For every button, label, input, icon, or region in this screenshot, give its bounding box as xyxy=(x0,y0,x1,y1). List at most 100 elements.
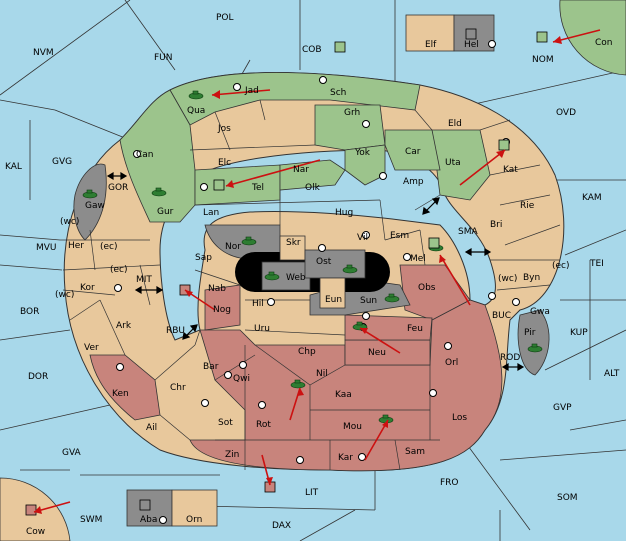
fleet-gaw xyxy=(82,189,98,199)
label-nom: NOM xyxy=(532,55,554,65)
fleet-pir xyxy=(527,343,543,353)
label-ec3: (ec) xyxy=(552,261,570,271)
label-kor: Kor xyxy=(80,283,95,293)
label-jos: Jos xyxy=(217,124,231,134)
army-units xyxy=(25,28,548,516)
label-ark: Ark xyxy=(116,321,132,331)
gray-territory-pir xyxy=(517,309,550,376)
label-hug: Hug xyxy=(335,208,353,218)
unit-aba xyxy=(139,499,151,511)
label-rbu: RBU xyxy=(166,326,185,336)
label-mel: Mel xyxy=(410,254,426,264)
label-lit: LIT xyxy=(305,488,319,498)
elf-box xyxy=(405,14,455,52)
label-mvu: MVU xyxy=(36,243,57,253)
red-territory-neu xyxy=(344,339,431,366)
label-qua: Qua xyxy=(187,106,205,116)
label-elf: Elf xyxy=(425,40,437,50)
label-ovd: OVD xyxy=(556,108,576,118)
label-sap: Sap xyxy=(195,253,212,263)
label-eld: Eld xyxy=(448,119,462,129)
label-chr: Chr xyxy=(170,383,186,393)
convoy-markers xyxy=(106,171,525,372)
con-home-region xyxy=(559,0,626,76)
label-wc3: (wc) xyxy=(498,274,517,284)
label-pol: POL xyxy=(216,13,234,23)
label-mou: Mou xyxy=(343,422,362,432)
label-wc1: (wc) xyxy=(60,217,79,227)
label-car: Car xyxy=(405,147,421,157)
label-buc: BUC xyxy=(492,311,511,321)
red-territory-ken xyxy=(89,354,161,421)
label-kar: Kar xyxy=(338,453,353,463)
label-kal: KAL xyxy=(5,162,22,172)
label-gor: GOR xyxy=(108,183,128,193)
label-ail: Ail xyxy=(146,423,157,433)
fleet-ost xyxy=(342,264,358,274)
red-territory-feu xyxy=(344,314,433,341)
label-kat: Kat xyxy=(503,165,518,175)
label-zin: Zin xyxy=(225,450,239,460)
label-gur: Gur xyxy=(157,207,174,217)
unit-cow xyxy=(25,504,37,516)
label-sun: Sun xyxy=(360,296,377,306)
label-cob: COB xyxy=(302,45,322,55)
label-nar: Nar xyxy=(293,165,309,175)
green-territory-tel xyxy=(194,164,281,206)
label-ec1: (ec) xyxy=(100,242,118,252)
label-olk: Olk xyxy=(305,183,321,193)
label-qwi: Qwi xyxy=(233,374,250,384)
label-ec2: (ec) xyxy=(110,265,128,275)
label-gwa: Gwa xyxy=(530,307,550,317)
label-gaw: Gaw xyxy=(85,201,105,211)
label-esm: Esm xyxy=(390,231,409,241)
green-territory-uta xyxy=(431,129,491,201)
label-rie: Rie xyxy=(520,201,535,211)
unit-tel xyxy=(213,179,225,191)
label-los: Los xyxy=(452,413,467,423)
label-hil: Hil xyxy=(252,299,264,309)
fleet-sun xyxy=(384,293,400,303)
label-alt: ALT xyxy=(604,369,620,379)
gray-territory-gaw xyxy=(73,163,107,241)
label-grh: Grh xyxy=(344,108,360,118)
label-chp: Chp xyxy=(298,347,316,357)
unit-hel xyxy=(465,28,477,40)
label-elc: Elc xyxy=(218,158,231,168)
label-sma: SMA xyxy=(458,227,478,237)
green-territory-yok xyxy=(344,144,386,186)
label-lan: Lan xyxy=(203,208,219,218)
label-rot: Rot xyxy=(256,420,271,430)
label-skr: Skr xyxy=(286,238,301,248)
label-uru: Uru xyxy=(254,324,270,334)
label-orn: Orn xyxy=(186,515,202,525)
label-nvm: NVM xyxy=(33,48,54,58)
fleet-qua xyxy=(188,90,204,100)
label-obs: Obs xyxy=(418,283,436,293)
label-nor: Nor xyxy=(225,242,241,252)
label-gvg: GVG xyxy=(52,157,72,167)
territory-labels: Jad Sch Qua Jos Grh Eld Kat Can Elc Nar … xyxy=(68,40,550,525)
label-som: SOM xyxy=(557,493,578,503)
fleet-units xyxy=(82,90,543,424)
coast-labels: (wc) (ec) (ec) (wc) (wc) (ec) xyxy=(55,217,570,300)
arrow-heads xyxy=(34,36,562,514)
label-tei: TEI xyxy=(589,259,604,269)
label-nil: Nil xyxy=(316,369,328,379)
label-cow: Cow xyxy=(26,527,45,537)
label-gva: GVA xyxy=(62,448,82,458)
label-eun: Eun xyxy=(325,295,342,305)
label-ken: Ken xyxy=(112,389,129,399)
label-byn: Byn xyxy=(523,273,540,283)
fleet-gur xyxy=(151,187,167,197)
label-rod: ROD xyxy=(500,353,520,363)
label-bri: Bri xyxy=(490,220,502,230)
red-territory-south xyxy=(189,299,503,472)
label-bor: BOR xyxy=(20,307,39,317)
fleet-web xyxy=(264,271,280,281)
label-neu: Neu xyxy=(368,348,386,358)
label-dax: DAX xyxy=(272,521,291,531)
label-wc2: (wc) xyxy=(55,290,74,300)
green-territory-car xyxy=(384,129,441,171)
